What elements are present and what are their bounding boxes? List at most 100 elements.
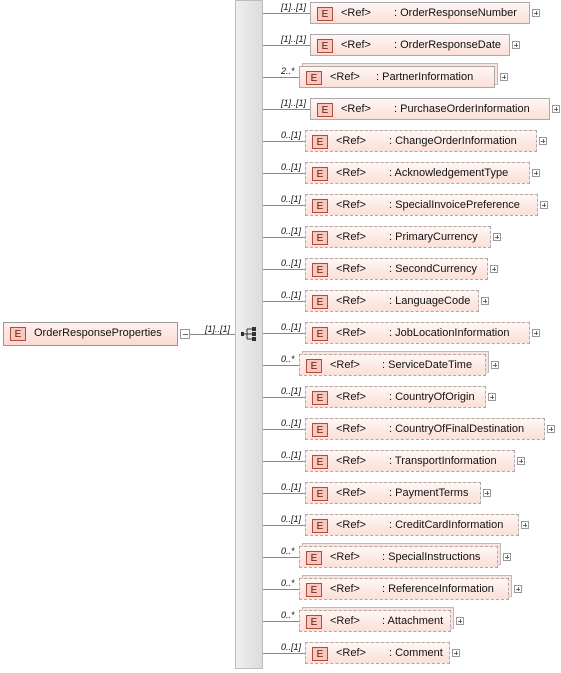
- element-icon: E: [312, 391, 328, 405]
- child-cardinality: 0..[1]: [281, 482, 302, 492]
- plus-expand-icon[interactable]: [491, 361, 499, 369]
- child-element-box[interactable]: E<Ref>: CreditCardInformation: [305, 514, 519, 536]
- ref-label: <Ref>: [330, 615, 360, 627]
- child-element-box[interactable]: E<Ref>: ChangeOrderInformation: [305, 130, 537, 152]
- plus-expand-icon[interactable]: [514, 585, 522, 593]
- child-element-name: : LanguageCode: [389, 295, 471, 307]
- plus-expand-icon[interactable]: [503, 553, 511, 561]
- child-element-name: : PaymentTerms: [389, 487, 469, 499]
- element-icon: E: [312, 167, 328, 181]
- plus-expand-icon[interactable]: [500, 73, 508, 81]
- plus-expand-icon[interactable]: [488, 393, 496, 401]
- plus-expand-icon[interactable]: [456, 617, 464, 625]
- ref-label: <Ref>: [336, 231, 366, 243]
- ref-label: <Ref>: [336, 327, 366, 339]
- ref-label: <Ref>: [330, 359, 360, 371]
- child-element-box[interactable]: E<Ref>: PrimaryCurrency: [305, 226, 491, 248]
- plus-expand-icon[interactable]: [552, 105, 560, 113]
- child-element-name: : Comment: [389, 647, 443, 659]
- child-cardinality: 0..[1]: [281, 450, 302, 460]
- plus-expand-icon[interactable]: [539, 137, 547, 145]
- child-element-box[interactable]: E<Ref>: PartnerInformation: [299, 66, 495, 88]
- child-element-name: : CreditCardInformation: [389, 519, 504, 531]
- plus-expand-icon[interactable]: [517, 457, 525, 465]
- element-icon: E: [312, 647, 328, 661]
- child-element-box[interactable]: E <Ref> : SecondCurrency: [305, 258, 488, 280]
- child-element-name: : SpecialInstructions: [382, 551, 481, 563]
- child-element-box[interactable]: E<Ref>: AcknowledgementType: [305, 162, 530, 184]
- plus-expand-icon[interactable]: [532, 329, 540, 337]
- child-cardinality: 0..[1]: [281, 290, 302, 300]
- child-element-box[interactable]: E<Ref>: PurchaseOrderInformation: [310, 98, 550, 120]
- child-connector-line: [263, 141, 305, 142]
- child-element-name: : CountryOfFinalDestination: [389, 423, 525, 435]
- child-element-name: : PrimaryCurrency: [389, 231, 478, 243]
- child-cardinality: 0..[1]: [281, 162, 302, 172]
- child-connector-line: [263, 13, 310, 14]
- child-element-box[interactable]: E<Ref>: OrderResponseDate: [310, 34, 510, 56]
- child-element-name: : PurchaseOrderInformation: [394, 103, 530, 115]
- child-element-box[interactable]: E<Ref>: SpecialInvoicePreference: [305, 194, 538, 216]
- ref-label: <Ref>: [336, 263, 366, 275]
- child-cardinality: 0..[1]: [281, 418, 302, 428]
- child-element-box[interactable]: E <Ref> : PaymentTerms: [305, 482, 481, 504]
- child-element-box[interactable]: E<Ref>: Comment: [305, 642, 450, 664]
- child-connector-line: [263, 557, 299, 558]
- plus-expand-icon[interactable]: [483, 489, 491, 497]
- child-connector-line: [263, 205, 305, 206]
- child-connector-line: [263, 109, 310, 110]
- ref-label: <Ref>: [341, 103, 371, 115]
- minus-collapse-icon[interactable]: [180, 329, 190, 339]
- child-cardinality: [1]..[1]: [281, 2, 307, 12]
- child-element-name: : SecondCurrency: [389, 263, 478, 275]
- child-element-box[interactable]: E<Ref>: LanguageCode: [305, 290, 479, 312]
- child-connector-line: [263, 621, 299, 622]
- child-connector-line: [263, 397, 305, 398]
- plus-expand-icon[interactable]: [547, 425, 555, 433]
- child-element-name: : ServiceDateTime: [382, 359, 473, 371]
- child-connector-line: [263, 429, 305, 430]
- child-element-box[interactable]: E<Ref>: ReferenceInformation: [299, 578, 509, 600]
- child-element-box[interactable]: E <Ref> : ServiceDateTime: [299, 354, 486, 376]
- plus-expand-icon[interactable]: [490, 265, 498, 273]
- child-element-box[interactable]: E<Ref>: SpecialInstructions: [299, 546, 498, 568]
- child-cardinality: 0..[1]: [281, 130, 302, 140]
- child-connector-line: [263, 461, 305, 462]
- plus-expand-icon[interactable]: [532, 9, 540, 17]
- child-element-box[interactable]: E<Ref>: JobLocationInformation: [305, 322, 530, 344]
- ref-label: <Ref>: [336, 487, 366, 499]
- plus-expand-icon[interactable]: [512, 41, 520, 49]
- child-cardinality: 0..*: [281, 578, 295, 588]
- child-element-name: : Attachment: [382, 615, 444, 627]
- ref-label: <Ref>: [336, 167, 366, 179]
- child-cardinality: 0..[1]: [281, 258, 302, 268]
- child-element-box[interactable]: E<Ref>: CountryOfOrigin: [305, 386, 486, 408]
- ref-label: <Ref>: [330, 71, 360, 83]
- ref-label: <Ref>: [336, 423, 366, 435]
- child-element-box[interactable]: E<Ref>: OrderResponseNumber: [310, 2, 530, 24]
- child-element-name: : JobLocationInformation: [389, 327, 510, 339]
- child-cardinality: 0..[1]: [281, 194, 302, 204]
- root-element-box[interactable]: E OrderResponseProperties: [3, 322, 178, 346]
- child-connector-line: [263, 493, 305, 494]
- plus-expand-icon[interactable]: [452, 649, 460, 657]
- element-icon: E: [312, 487, 328, 501]
- element-icon: E: [306, 359, 322, 373]
- child-element-name: : PartnerInformation: [376, 71, 474, 83]
- plus-expand-icon[interactable]: [481, 297, 489, 305]
- plus-expand-icon[interactable]: [532, 169, 540, 177]
- element-icon: E: [312, 423, 328, 437]
- element-icon: E: [312, 263, 328, 277]
- child-element-box[interactable]: E<Ref>: Attachment: [299, 610, 451, 632]
- sequence-icon: [241, 327, 256, 341]
- child-element-box[interactable]: E <Ref> : CountryOfFinalDestination: [305, 418, 545, 440]
- child-element-box[interactable]: E<Ref>: TransportInformation: [305, 450, 515, 472]
- root-element-label: OrderResponseProperties: [34, 327, 162, 339]
- plus-expand-icon[interactable]: [521, 521, 529, 529]
- child-cardinality: 0..*: [281, 610, 295, 620]
- child-connector-line: [263, 269, 305, 270]
- element-icon: E: [312, 295, 328, 309]
- plus-expand-icon[interactable]: [540, 201, 548, 209]
- child-element-name: : ChangeOrderInformation: [389, 135, 517, 147]
- plus-expand-icon[interactable]: [493, 233, 501, 241]
